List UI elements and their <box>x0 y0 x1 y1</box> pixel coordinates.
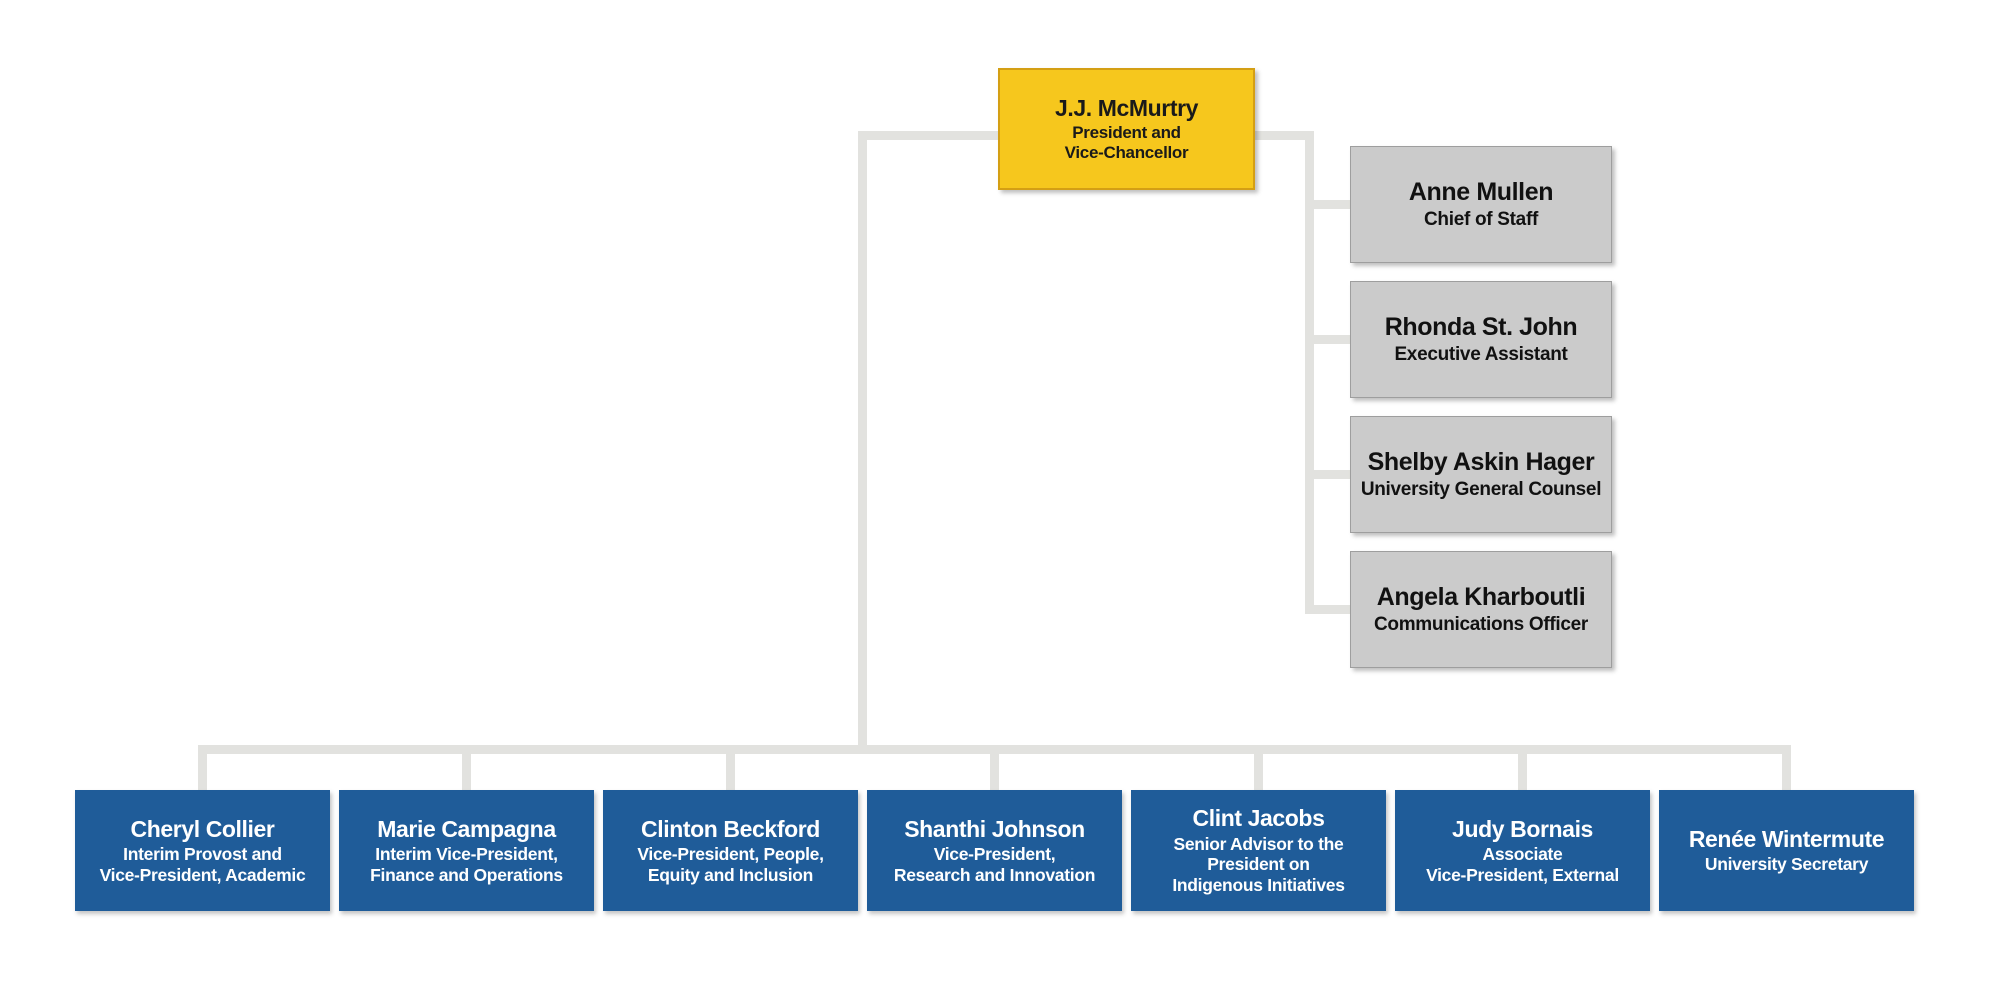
leadership-node: Judy Bornais Associate Vice-President, E… <box>1395 790 1650 911</box>
staff-node: Rhonda St. John Executive Assistant <box>1350 281 1612 398</box>
leadership-node: Marie Campagna Interim Vice-President, F… <box>339 790 594 911</box>
connector-line <box>990 745 999 790</box>
node-name: Marie Campagna <box>377 815 556 842</box>
node-title: University Secretary <box>1704 854 1869 875</box>
node-name: Judy Bornais <box>1452 815 1593 842</box>
node-name: Clinton Beckford <box>641 815 820 842</box>
node-name: Angela Kharboutli <box>1376 582 1586 611</box>
connector-line <box>1255 131 1314 140</box>
staff-node: Anne Mullen Chief of Staff <box>1350 146 1612 263</box>
node-name: Anne Mullen <box>1408 177 1554 206</box>
leadership-node: Shanthi Johnson Vice-President, Research… <box>867 790 1122 911</box>
connector-line <box>858 131 998 140</box>
node-title: Vice-President, People, Equity and Inclu… <box>637 844 824 885</box>
connector-line <box>462 745 471 790</box>
connector-line <box>726 745 735 790</box>
node-title: Chief of Staff <box>1423 208 1538 230</box>
node-title: Associate Vice-President, External <box>1426 844 1619 885</box>
connector-line <box>1305 605 1350 614</box>
leadership-node: Clint Jacobs Senior Advisor to the Presi… <box>1131 790 1386 911</box>
node-title: Vice-President, Research and Innovation <box>893 844 1096 885</box>
node-name: Clint Jacobs <box>1192 805 1325 832</box>
staff-node: Angela Kharboutli Communications Officer <box>1350 551 1612 668</box>
connector-line <box>1782 745 1791 790</box>
node-name: Shanthi Johnson <box>904 815 1085 842</box>
connector-line <box>1305 335 1350 344</box>
node-title: Executive Assistant <box>1394 343 1568 365</box>
node-title: Interim Provost and Vice-President, Acad… <box>99 844 306 885</box>
leadership-node: Cheryl Collier Interim Provost and Vice-… <box>75 790 330 911</box>
node-title: Interim Vice-President, Finance and Oper… <box>370 844 563 885</box>
connector-line <box>1254 745 1263 790</box>
leadership-node: Clinton Beckford Vice-President, People,… <box>603 790 858 911</box>
connector-line <box>858 131 867 754</box>
staff-node: Shelby Askin Hager University General Co… <box>1350 416 1612 533</box>
node-name: J.J. McMurtry <box>1054 94 1199 121</box>
node-name: Rhonda St. John <box>1384 312 1578 341</box>
leadership-node: Renée Wintermute University Secretary <box>1659 790 1914 911</box>
connector-line <box>1305 470 1350 479</box>
node-name: Cheryl Collier <box>130 815 275 842</box>
node-title: Communications Officer <box>1373 613 1589 635</box>
node-title: President and Vice-Chancellor <box>1064 123 1189 163</box>
connector-line <box>1305 131 1314 614</box>
connector-line <box>1518 745 1527 790</box>
node-title: Senior Advisor to the President on Indig… <box>1172 833 1345 896</box>
connector-line <box>198 745 207 790</box>
president-node: J.J. McMurtry President and Vice-Chancel… <box>998 68 1255 190</box>
node-title: University General Counsel <box>1360 478 1602 500</box>
node-name: Shelby Askin Hager <box>1367 447 1595 476</box>
node-name: Renée Wintermute <box>1688 825 1885 852</box>
connector-line <box>1305 200 1350 209</box>
